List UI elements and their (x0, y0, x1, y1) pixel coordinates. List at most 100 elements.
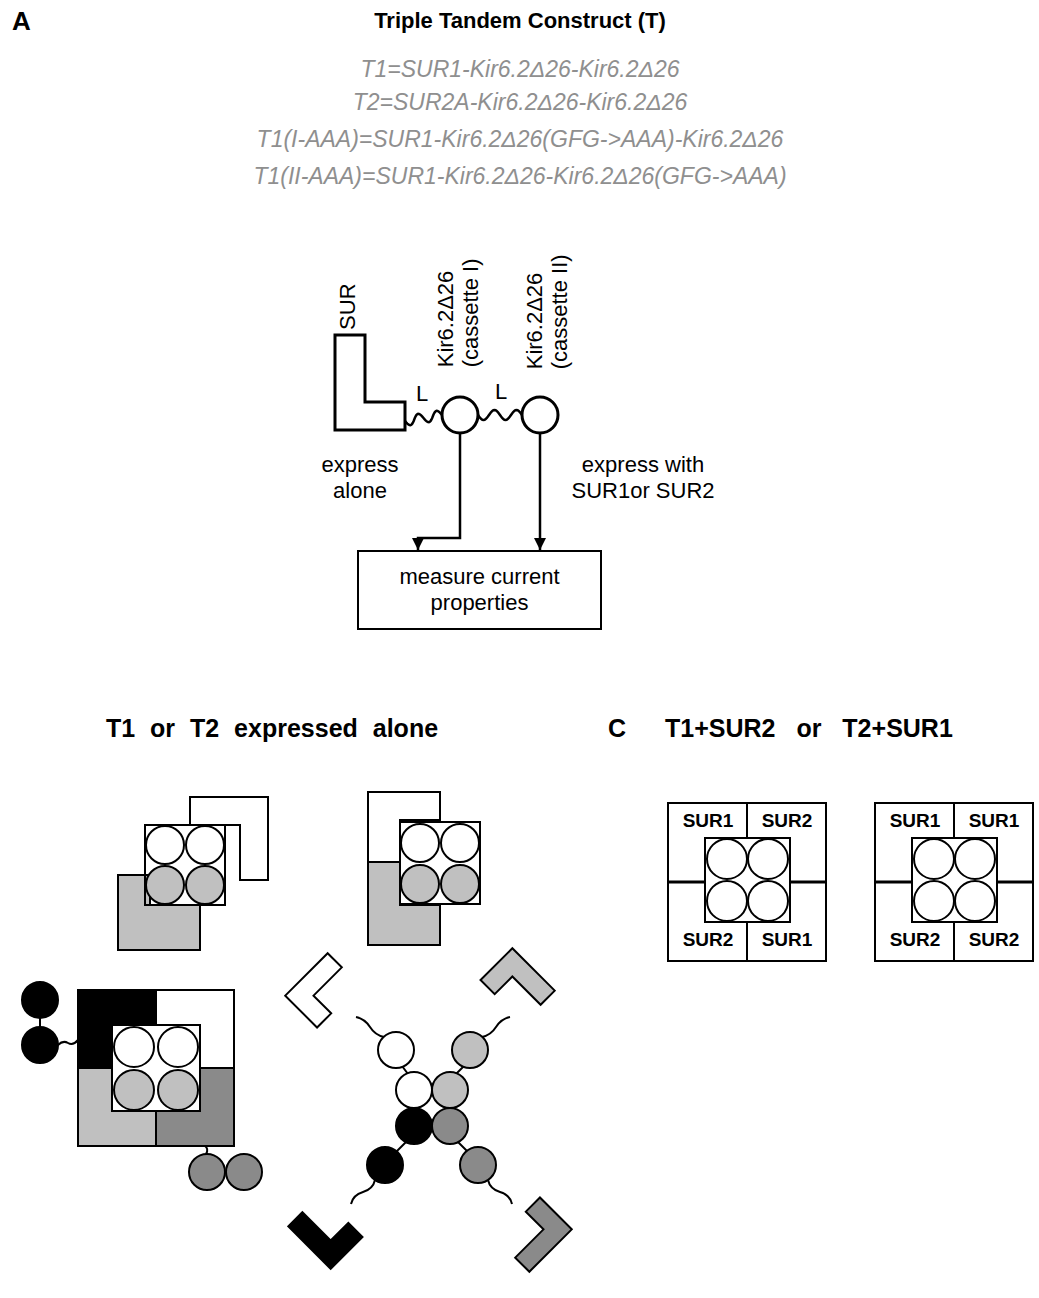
kir-subunit (396, 1108, 432, 1144)
sur-subunit: SUR (325, 280, 415, 435)
cell-label: SUR2 (969, 929, 1020, 951)
arrow-connector (418, 433, 460, 550)
cell-label: SUR2 (890, 929, 941, 951)
linker (482, 1017, 510, 1037)
kir-subunit (22, 982, 58, 1018)
construct-definition: T1=SUR1-Kir6.2Δ26-Kir6.2Δ26 (360, 56, 679, 83)
kir-subunit (367, 1147, 403, 1183)
cell-label: SUR1 (762, 929, 813, 951)
kir-subunit (158, 1070, 198, 1110)
construct-definition: T2=SUR2A-Kir6.2Δ26-Kir6.2Δ26 (353, 89, 687, 116)
panel-letter: C (608, 714, 626, 743)
kir-subunit (748, 881, 788, 921)
linker (356, 1017, 384, 1037)
connector-label: express alone (305, 452, 415, 505)
divider (997, 881, 1033, 884)
kir-subunit (914, 881, 954, 921)
kir-subunit (441, 865, 479, 903)
divider (953, 922, 955, 961)
linker-line (478, 410, 522, 420)
kir-subunit (158, 1027, 198, 1067)
complex-frame (875, 803, 1033, 961)
arrow-connector (539, 433, 542, 550)
kir-subunit (186, 866, 224, 904)
kir-subunit (186, 826, 224, 864)
kir-subunit (401, 824, 439, 862)
kir-subunit (146, 826, 184, 864)
kir-subunit (226, 1154, 262, 1190)
kir-subunit (460, 1147, 496, 1183)
pore-frame (705, 838, 790, 922)
assembly-3 (22, 982, 262, 1190)
cell-label: SUR2 (762, 810, 813, 832)
kir-subunit (114, 1070, 154, 1110)
kir-subunit (114, 1027, 154, 1067)
subunit-label: SUR (335, 271, 360, 341)
channel-complex (668, 803, 826, 961)
subunit-label: Kir6.2Δ26 (cassette II) (522, 235, 573, 369)
sur-cell: SUR2 (749, 806, 825, 836)
sur-cell: SUR1 (877, 806, 953, 836)
kir-subunit (22, 1027, 58, 1063)
sur-subunit (498, 1198, 572, 1272)
assembly-1 (118, 797, 268, 950)
kir-subunit (748, 839, 788, 879)
kir-subunit (707, 881, 747, 921)
linker-line (405, 411, 442, 425)
kir-subunit (378, 1032, 414, 1068)
sur-subunit (481, 948, 555, 1022)
sur-cell: SUR2 (670, 925, 746, 955)
sur-cell: SUR2 (877, 925, 953, 955)
cell-label: SUR1 (890, 810, 941, 832)
connector-label: L (486, 379, 516, 405)
construct-definition: T1(II-AAA)=SUR1-Kir6.2Δ26-Kir6.2Δ26(GFG-… (253, 163, 786, 190)
kir-subunit (396, 1072, 432, 1108)
cell-label: SUR2 (683, 929, 734, 951)
panel-heading: T1 or T2 expressed alone (106, 714, 438, 743)
kir-subunit (432, 1072, 468, 1108)
kir-subunit (189, 1154, 225, 1190)
kir-subunit (146, 866, 184, 904)
linker (488, 1180, 512, 1204)
linker (396, 1142, 406, 1152)
sur-cell: SUR2 (956, 925, 1032, 955)
kir-subunit (432, 1108, 468, 1144)
kir-outline (442, 397, 478, 433)
sur-subunit (368, 792, 440, 862)
channel-complex (875, 803, 1033, 961)
kir-subunit (707, 839, 747, 879)
box-label: measure current properties (371, 564, 588, 617)
assembly-4 (285, 948, 572, 1272)
sur-subunit (288, 1195, 362, 1269)
linker (205, 1146, 207, 1154)
linker (351, 1180, 375, 1204)
kir-subunit (955, 839, 995, 879)
divider (746, 803, 748, 838)
connector-label: L (407, 381, 437, 407)
figure-title: Triple Tandem Construct (T) (374, 8, 666, 34)
assembly-2 (368, 792, 480, 945)
kir-subunit (955, 881, 995, 921)
linker (39, 1018, 41, 1027)
kir-subunit (452, 1032, 488, 1068)
pore-frame (145, 825, 225, 905)
kir-subunit (914, 839, 954, 879)
process-box: measure current properties (357, 550, 602, 630)
pore-frame (112, 1025, 200, 1111)
pore-frame (912, 838, 997, 922)
linker (58, 1040, 78, 1045)
kir-subunit (401, 865, 439, 903)
subunit-label: Kir6.2Δ26 (cassette I) (433, 237, 484, 367)
complex-frame (668, 803, 826, 961)
divider (746, 922, 748, 961)
construct-definition: T1(I-AAA)=SUR1-Kir6.2Δ26(GFG->AAA)-Kir6.… (257, 126, 784, 153)
panel-heading: T1+SUR2 or T2+SUR1 (665, 714, 953, 743)
cell-label: SUR1 (683, 810, 734, 832)
connector-label: express with SUR1or SUR2 (558, 452, 728, 505)
divider (953, 803, 955, 838)
sur-cell: SUR1 (749, 925, 825, 955)
sur-cell: SUR1 (956, 806, 1032, 836)
divider (668, 881, 705, 884)
